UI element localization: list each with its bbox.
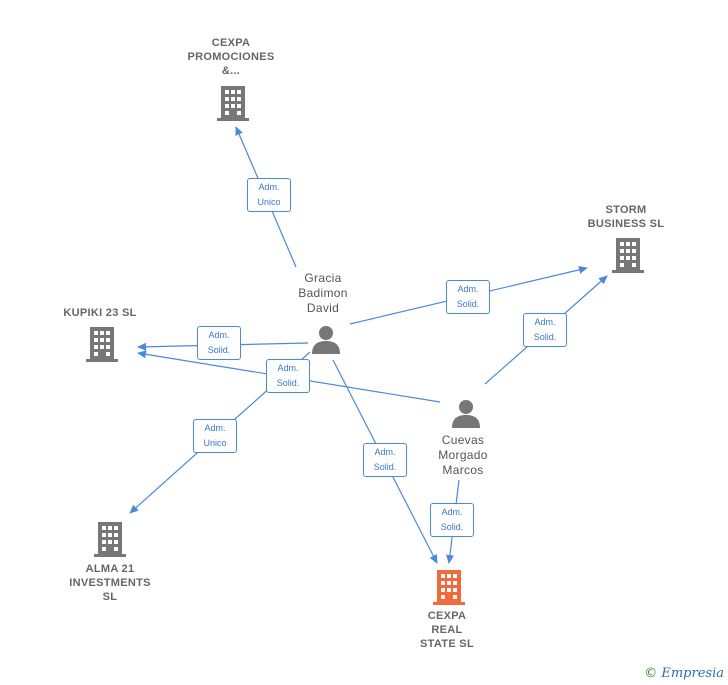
- edge-label-adm-unico: Adm. Unico: [193, 419, 237, 453]
- node-label-cuevas[interactable]: Cuevas Morgado Marcos: [438, 433, 488, 477]
- edge-label-adm-solid: Adm. Solid.: [363, 443, 407, 477]
- building-icon[interactable]: [217, 85, 249, 121]
- copyright-icon: ©: [644, 666, 658, 681]
- building-icon-focus[interactable]: [433, 569, 465, 605]
- credit-mark: © Empresia: [644, 666, 724, 681]
- person-icon[interactable]: [450, 397, 482, 429]
- edge-label-adm-unico: Adm. Unico: [247, 178, 291, 212]
- edge-label-adm-solid: Adm. Solid.: [197, 326, 241, 360]
- node-label-kupiki[interactable]: KUPIKI 23 SL: [63, 307, 137, 319]
- edge-label-adm-solid: Adm. Solid.: [266, 359, 310, 393]
- edge-label-adm-solid: Adm. Solid.: [523, 313, 567, 347]
- node-label-alma21[interactable]: ALMA 21 INVESTMENTS SL: [69, 563, 151, 603]
- building-icon[interactable]: [94, 521, 126, 557]
- node-label-cexpa-promociones[interactable]: CEXPA PROMOCIONES &...: [187, 37, 275, 77]
- edge-label-adm-solid: Adm. Solid.: [430, 503, 474, 537]
- node-label-storm-business[interactable]: STORM BUSINESS SL: [587, 204, 665, 230]
- building-icon[interactable]: [86, 326, 118, 362]
- node-label-cexpa-real-state[interactable]: CEXPA REAL STATE SL: [420, 610, 474, 650]
- node-label-gracia[interactable]: Gracia Badimon David: [298, 271, 348, 315]
- person-icon[interactable]: [310, 323, 342, 355]
- building-icon[interactable]: [612, 237, 644, 273]
- brand-logo: Empresia: [661, 666, 724, 681]
- edge-label-adm-solid: Adm. Solid.: [446, 280, 490, 314]
